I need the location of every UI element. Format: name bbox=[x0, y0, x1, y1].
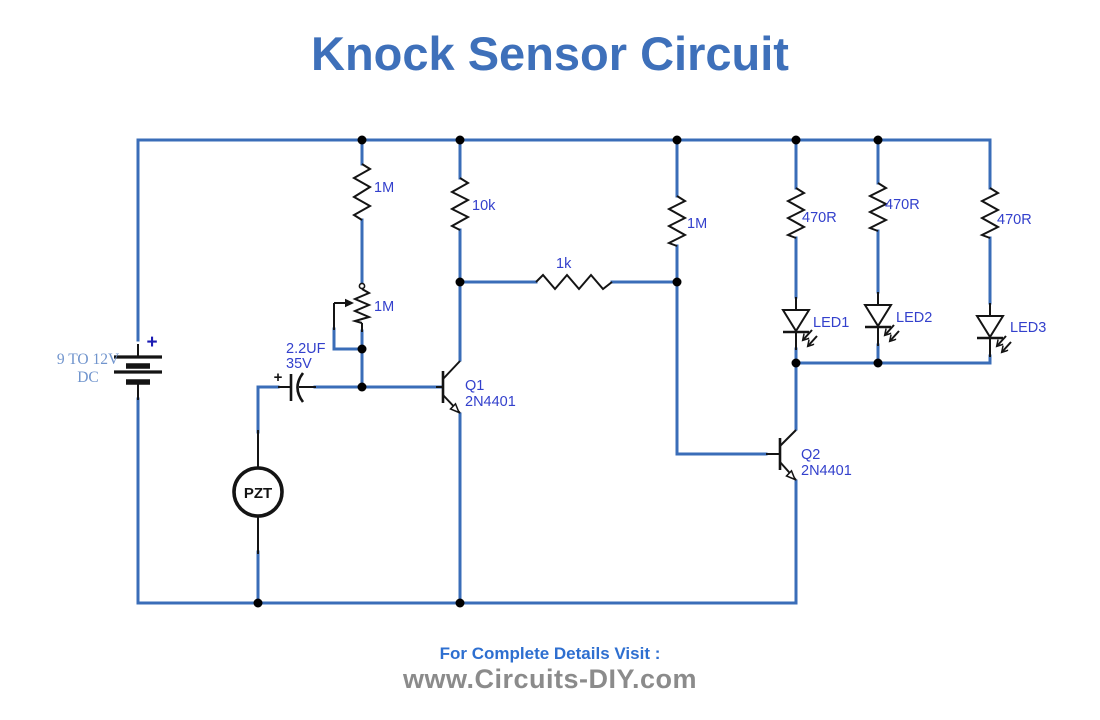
led1: LED1 bbox=[781, 297, 849, 350]
capacitor-voltage: 35V bbox=[286, 356, 312, 372]
battery-voltage-label: 9 TO 12V bbox=[57, 351, 120, 368]
footer-visit-text: For Complete Details Visit : bbox=[439, 644, 661, 663]
q2-emitter-arrow bbox=[785, 469, 797, 481]
resistor-470r-1-value: 470R bbox=[802, 210, 837, 226]
circuit-schematic: + 9 TO 12V DC 1M 1M 10k 1k 1 bbox=[57, 135, 1046, 608]
footer-website-url: www.Circuits-DIY.com bbox=[402, 664, 698, 694]
resistor-470r-1: 470R bbox=[785, 187, 837, 239]
resistor-470r-3-value: 470R bbox=[997, 212, 1032, 228]
resistor-1m-top: 1M bbox=[351, 163, 394, 221]
resistor-470r-3: 470R bbox=[979, 187, 1032, 239]
resistor-10k-value: 10k bbox=[472, 198, 496, 214]
led2: LED2 bbox=[863, 292, 932, 346]
led1-label: LED1 bbox=[813, 315, 849, 331]
capacitor-plus-sign: + bbox=[274, 369, 283, 386]
battery-dc-label: DC bbox=[77, 369, 99, 386]
resistor-1k-value: 1k bbox=[556, 256, 572, 272]
q1-ref: Q1 bbox=[465, 378, 484, 394]
resistor-1m-right: 1M bbox=[666, 195, 707, 247]
pot-wiper-arrow bbox=[345, 298, 354, 308]
led3-label: LED3 bbox=[1010, 320, 1046, 336]
q1-part: 2N4401 bbox=[465, 394, 516, 410]
wire-bottom-rail bbox=[136, 397, 798, 605]
capacitor-value: 2.2UF bbox=[286, 341, 326, 357]
transistor-q2: Q2 2N4401 bbox=[766, 429, 852, 481]
potentiometer-value: 1M bbox=[374, 299, 394, 315]
wire-q2-branch bbox=[675, 138, 798, 456]
battery: + 9 TO 12V DC bbox=[57, 332, 162, 400]
battery-plus-sign: + bbox=[146, 332, 157, 353]
resistor-1m-top-value: 1M bbox=[374, 180, 394, 196]
capacitor-2_2uf: + 2.2UF 35V bbox=[274, 341, 326, 403]
page-title: Knock Sensor Circuit bbox=[311, 27, 789, 80]
junction-dots bbox=[253, 135, 883, 608]
q2-ref: Q2 bbox=[801, 447, 820, 463]
pzt-label: PZT bbox=[244, 485, 272, 502]
pzt-sensor: PZT bbox=[232, 430, 284, 554]
resistor-470r-2-value: 470R bbox=[885, 197, 920, 213]
wire-base-line bbox=[256, 385, 443, 605]
transistor-q1: Q1 2N4401 bbox=[436, 360, 516, 414]
resistor-1k: 1k bbox=[535, 256, 613, 291]
resistor-10k: 10k bbox=[449, 177, 496, 231]
resistor-1m-right-value: 1M bbox=[687, 216, 707, 232]
q1-emitter-arrow bbox=[449, 402, 461, 414]
resistor-470r-2: 470R bbox=[867, 182, 920, 232]
led3: LED3 bbox=[975, 303, 1046, 357]
wire-top-rail bbox=[136, 138, 992, 342]
q2-part: 2N4401 bbox=[801, 463, 852, 479]
potentiometer-1m: 1M bbox=[333, 282, 394, 332]
led2-label: LED2 bbox=[896, 310, 932, 326]
